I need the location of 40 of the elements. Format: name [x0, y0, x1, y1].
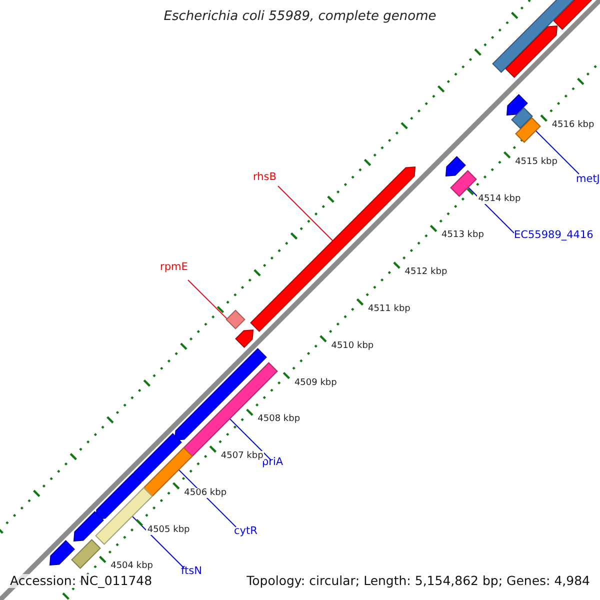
gene-feature — [132, 433, 182, 483]
gene-feature — [511, 107, 533, 129]
title: Escherichia coli 55989, complete genome — [162, 10, 438, 25]
gene-feature — [49, 540, 75, 566]
tick-label: 4513 kbp — [440, 230, 485, 241]
leader-line — [278, 186, 334, 242]
tick-label: 4515 kbp — [514, 156, 558, 168]
tick-label: 4512 kbp — [404, 267, 448, 278]
leader-line — [535, 130, 580, 174]
gene-feature — [445, 156, 466, 177]
tick-label: 4507 kbp — [220, 451, 264, 462]
tick-label: 4506 kbp — [183, 488, 228, 498]
tick-label: 4514 kbp — [477, 194, 522, 204]
leader-line — [229, 418, 272, 460]
tick-label: 4505 kbp — [146, 524, 191, 535]
gene-marker — [226, 310, 246, 330]
gene-label: cytR — [234, 525, 258, 538]
tick-label: 4509 kbp — [293, 378, 338, 388]
gene-feature — [71, 539, 101, 569]
leader-line — [188, 280, 228, 320]
gene-label: rhsB — [253, 171, 276, 184]
gene-feature — [95, 473, 142, 520]
gene-label: metJ — [576, 173, 600, 186]
tick-label: 4510 kbp — [330, 340, 375, 352]
gene-label: ftsN — [181, 565, 202, 578]
tick-label: 4511 kbp — [366, 304, 412, 314]
gene-label: rpmE — [160, 261, 188, 274]
footer-text: Topology: circular; Length: 5,154,862 bp; Genes: 4,984 — [244, 574, 592, 588]
leader-line — [132, 516, 184, 568]
tick-label: 4504 kbp — [110, 561, 154, 572]
gene-feature — [450, 170, 477, 197]
gene-feature — [73, 511, 104, 542]
footer-text: Accession: NC_011748 — [8, 574, 154, 588]
gene-feature — [506, 94, 528, 116]
gene-label: priA — [262, 456, 284, 468]
tick-label: 4508 kbp — [256, 414, 302, 425]
tick-label: 4516 kbp — [550, 120, 596, 130]
gene-feature — [515, 117, 541, 143]
gene-feature — [505, 25, 558, 78]
gene-label: EC55989_4416 — [514, 229, 594, 242]
